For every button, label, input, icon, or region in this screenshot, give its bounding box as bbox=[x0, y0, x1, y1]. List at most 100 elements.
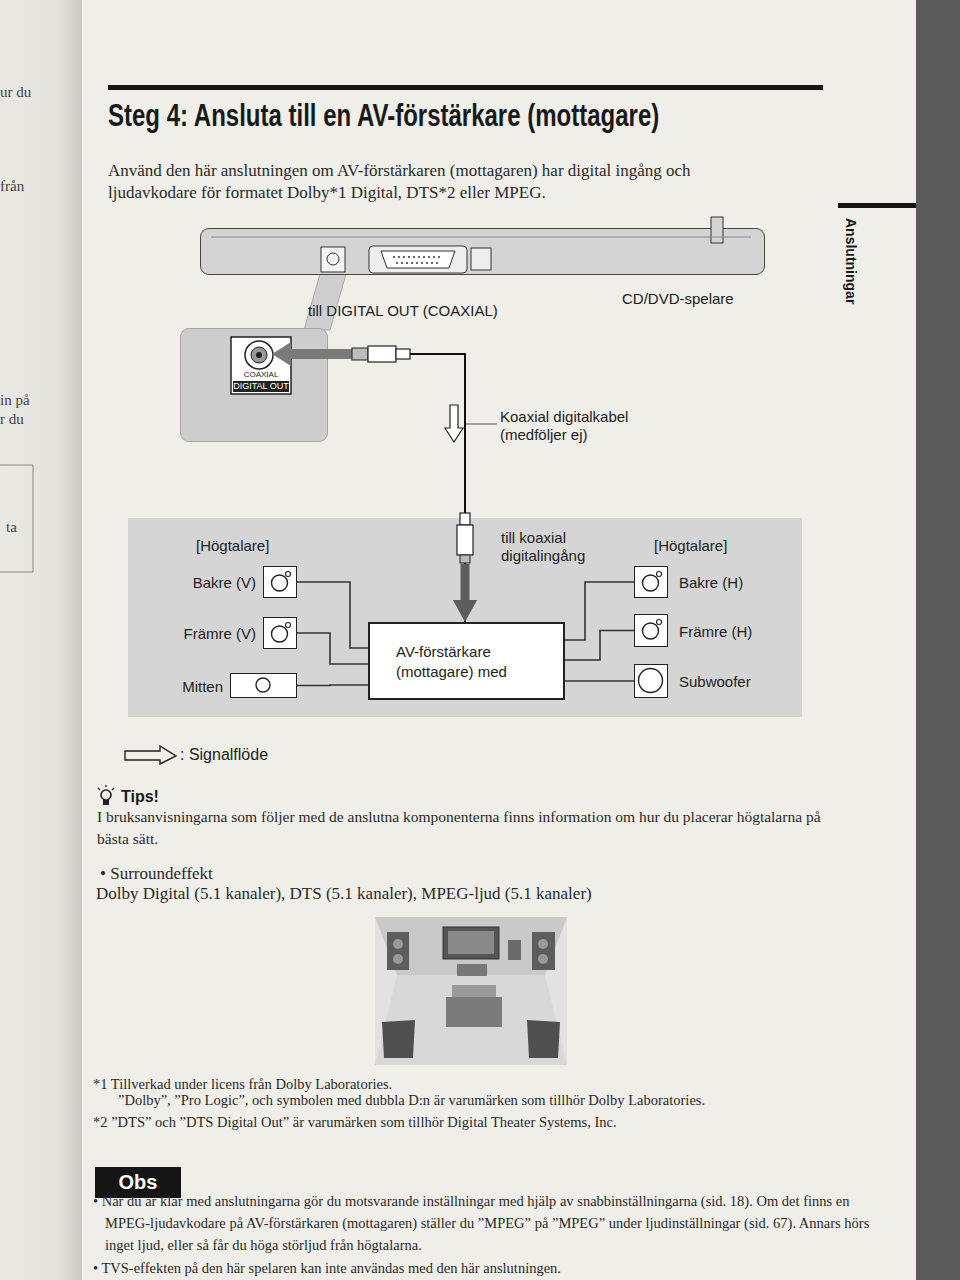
speaker-cone bbox=[231, 674, 295, 696]
speaker-cone-part bbox=[639, 669, 663, 693]
room-illustration-part bbox=[457, 964, 487, 976]
cable-plug bbox=[352, 346, 410, 362]
speaker: Bakre (V) bbox=[263, 566, 297, 598]
speaker-cone-part bbox=[256, 678, 270, 692]
speaker-label: Främre (H) bbox=[679, 622, 752, 639]
room-illustration-part bbox=[538, 954, 548, 964]
subwoofer: Subwoofer bbox=[634, 664, 668, 698]
legend-text: : Signalflöde bbox=[180, 746, 268, 764]
leader-line bbox=[466, 424, 497, 425]
note-text: • När du är klar med anslutningarna gör … bbox=[93, 1190, 875, 1256]
speaker-label: Mitten bbox=[182, 677, 223, 694]
room-illustration-part bbox=[527, 1020, 560, 1058]
room-illustration-part bbox=[446, 997, 502, 1027]
page-title: Steg 4: Ansluta till en AV-förstärkare (… bbox=[108, 97, 659, 134]
zoom-inset-label: DIGITAL OUT bbox=[233, 381, 289, 392]
player-box-art-part bbox=[393, 257, 443, 263]
speaker-label: Bakre (V) bbox=[193, 574, 256, 591]
tip-text: I bruksanvisningarna som följer med de a… bbox=[97, 806, 822, 850]
speaker-label: Främre (V) bbox=[184, 625, 257, 642]
speaker-cone bbox=[264, 567, 295, 596]
tip-icon bbox=[98, 785, 114, 805]
background-surface bbox=[916, 0, 960, 1280]
signal-flow-arrow bbox=[445, 405, 463, 442]
receiver-box-label: AV-förstärkare (mottagare) med bbox=[396, 642, 546, 682]
speaker-label: Subwoofer bbox=[679, 673, 751, 690]
speaker-cone-part bbox=[657, 572, 662, 577]
intro-text: Använd den här anslutningen om AV-förstä… bbox=[108, 160, 776, 204]
player-box-label: CD/DVD-spelare bbox=[622, 290, 734, 307]
player-box-art bbox=[201, 229, 766, 276]
player-box-art-part bbox=[369, 246, 467, 273]
speaker-cone-part bbox=[272, 575, 288, 591]
footnote: ”Dolby”, ”Pro Logic”, och symbolen med d… bbox=[118, 1092, 705, 1109]
bullet-heading: • Surroundeffekt bbox=[100, 864, 213, 884]
facing-page-box bbox=[0, 465, 33, 572]
facing-page-text: ta bbox=[6, 519, 17, 536]
speaker: Främre (H) bbox=[634, 614, 668, 647]
receiver-band: [Högtalare] [Högtalare] AV-förstärkare (mo… bbox=[128, 518, 802, 717]
speaker-cone bbox=[264, 618, 295, 647]
speaker-cone bbox=[635, 567, 666, 596]
zoom-inset-art-part bbox=[245, 341, 273, 369]
room-illustration-part bbox=[443, 927, 499, 959]
zoom-inset-label: COAXIAL bbox=[231, 370, 291, 379]
tip-heading: Tips! bbox=[121, 788, 159, 806]
facing-page-text: från bbox=[0, 178, 24, 195]
surround-text: Dolby Digital (5.1 kanaler), DTS (5.1 ka… bbox=[96, 884, 592, 904]
player-box-art-part bbox=[471, 248, 491, 270]
port-label: till DIGITAL OUT (COAXIAL) bbox=[308, 302, 498, 319]
room-illustration-part bbox=[375, 917, 567, 1065]
player-box-art-part bbox=[211, 237, 751, 238]
section-tab: Anslutningar bbox=[843, 218, 859, 304]
player-box-art-part bbox=[327, 253, 339, 265]
room-illustration-part bbox=[375, 975, 567, 1065]
footnote: *1 Tillverkad under licens från Dolby La… bbox=[93, 1076, 392, 1093]
zoom-inset-art-part bbox=[231, 337, 291, 394]
band-fill bbox=[128, 518, 802, 717]
center-speaker: Mitten bbox=[230, 673, 297, 698]
zoom-inset-art-part bbox=[256, 352, 262, 358]
player-box: CD/DVD-spelare bbox=[200, 228, 765, 275]
receiver-band-label: [Högtalare] bbox=[196, 537, 269, 554]
receiver-band-label: [Högtalare] bbox=[654, 537, 727, 554]
receiver-box: AV-förstärkare (mottagare) med bbox=[368, 622, 565, 700]
zoom-inset-art-part bbox=[251, 347, 267, 363]
room-illustration-part bbox=[375, 917, 567, 975]
room-illustration-part bbox=[387, 932, 409, 970]
room-illustration-part bbox=[393, 939, 403, 949]
speaker-cone-part bbox=[286, 572, 291, 577]
signal-flow-icon bbox=[125, 746, 176, 764]
room-illustration bbox=[375, 917, 567, 1065]
player-box-art-part bbox=[321, 247, 345, 272]
cable-plug-part bbox=[368, 346, 396, 362]
speaker-cone-part bbox=[272, 626, 288, 642]
speaker-cone-part bbox=[643, 575, 659, 591]
tip-icon-part bbox=[103, 800, 109, 805]
speaker-cone-part bbox=[643, 623, 659, 639]
room-illustration-part bbox=[393, 954, 403, 964]
cable-plug-part bbox=[396, 349, 410, 359]
room-illustration-part bbox=[508, 940, 521, 960]
speaker-cone bbox=[635, 615, 666, 645]
cable-plug-part bbox=[352, 348, 368, 360]
facing-page-text: r du bbox=[0, 411, 24, 428]
room-illustration-part bbox=[452, 985, 496, 999]
tab-rule bbox=[838, 203, 916, 208]
player-box-art-part bbox=[711, 217, 723, 243]
player-box-art-part bbox=[381, 251, 455, 268]
speaker-cone-part bbox=[657, 620, 662, 625]
speaker: Bakre (H) bbox=[634, 566, 668, 598]
room-illustration-part bbox=[382, 1020, 415, 1058]
room-illustration-part bbox=[532, 932, 555, 970]
room-illustration-part bbox=[538, 939, 548, 949]
room-illustration-part bbox=[448, 931, 494, 954]
footnote: *2 ”DTS” och ”DTS Digital Out” är varumä… bbox=[93, 1114, 617, 1131]
facing-page-text: in på bbox=[0, 392, 30, 409]
tip-icon-part bbox=[98, 785, 114, 790]
cable-label: Koaxial digitalkabel (medföljer ej) bbox=[500, 408, 665, 444]
speaker-cone-part bbox=[286, 623, 291, 628]
facing-page-text: ur du bbox=[0, 84, 31, 101]
title-rule bbox=[108, 85, 823, 90]
